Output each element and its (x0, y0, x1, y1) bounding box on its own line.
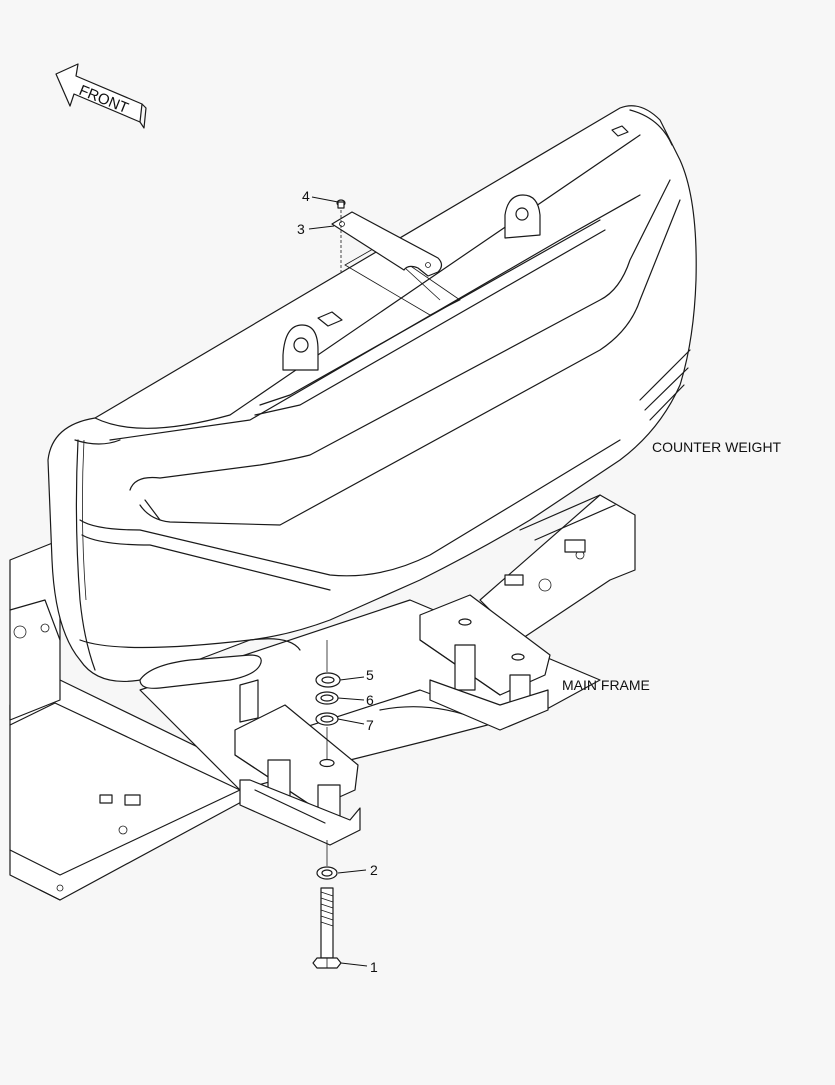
front-direction-arrow: FRONT (55, 63, 147, 129)
counter-weight-drawing (47, 105, 697, 689)
main-frame-drawing (9, 494, 636, 901)
callout-6: 6 (366, 692, 374, 708)
counter-weight-label: COUNTER WEIGHT (652, 439, 782, 455)
callout-1: 1 (370, 959, 378, 975)
callout-5: 5 (366, 667, 374, 683)
callout-3: 3 (297, 221, 305, 237)
leader-lines (308, 196, 368, 967)
exploded-parts (312, 199, 443, 969)
callout-7: 7 (366, 717, 374, 733)
callout-2: 2 (370, 862, 378, 878)
callout-4: 4 (302, 188, 310, 204)
main-frame-label: MAIN FRAME (562, 677, 650, 693)
